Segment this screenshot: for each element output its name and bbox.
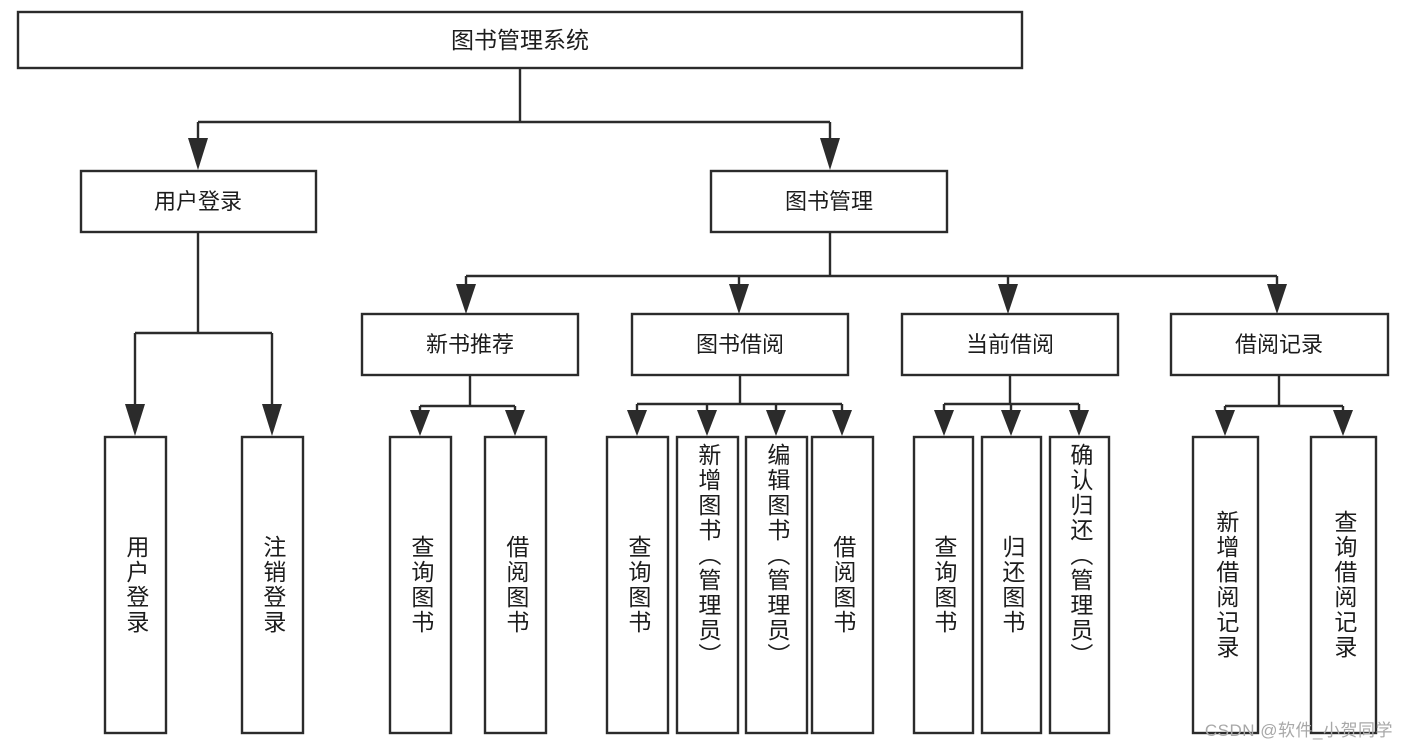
arrow-head-new-book — [456, 284, 476, 314]
arrow-head-book-borrow — [729, 284, 749, 314]
node-current-borrow[interactable] — [900, 312, 1120, 377]
connector-borrow-record-to-leaves — [1215, 375, 1353, 436]
arrow-head-bb-leaf-3 — [766, 410, 786, 436]
connector-book-manage-to-level3 — [456, 232, 1287, 314]
leaf-box-book-borrow-0[interactable] — [605, 435, 670, 735]
arrow-head-leaf-logout — [262, 404, 282, 436]
arrow-head-bb-leaf-1 — [627, 410, 647, 436]
node-borrow-record[interactable] — [1169, 312, 1390, 377]
node-root-label: 图书管理系统 — [451, 27, 589, 53]
node-book-borrow[interactable] — [630, 312, 850, 377]
node-current-borrow-label: 当前借阅 — [966, 332, 1054, 357]
arrow-head-leaf-user-login — [125, 404, 145, 436]
node-new-book-recommend[interactable] — [360, 312, 580, 377]
connector-new-book-to-leaves — [410, 375, 525, 436]
connector-user-login-to-leaves — [125, 232, 282, 436]
node-book-borrow-label: 图书借阅 — [696, 332, 784, 357]
connector-current-borrow-to-leaves — [934, 375, 1089, 436]
arrow-head-br-leaf-1 — [1215, 410, 1235, 436]
arrow-head-bb-leaf-4 — [832, 410, 852, 436]
node-user-login-label: 用户登录 — [154, 189, 242, 214]
node-borrow-record-label: 借阅记录 — [1235, 332, 1323, 357]
node-book-manage-label: 图书管理 — [785, 189, 873, 214]
leaf-box-user-login-1[interactable] — [240, 435, 305, 735]
leaf-box-new-book-0[interactable] — [388, 435, 453, 735]
arrow-head-borrow-record — [1267, 284, 1287, 314]
leaf-box-book-borrow-1[interactable] — [675, 435, 740, 735]
arrow-head-cb-leaf-1 — [934, 410, 954, 436]
leaf-box-current-borrow-0[interactable] — [912, 435, 975, 735]
arrow-head-user-login — [188, 138, 208, 170]
leaf-box-current-borrow-2[interactable] — [1048, 435, 1111, 735]
node-user-login[interactable] — [79, 169, 318, 234]
arrow-head-br-leaf-2 — [1333, 410, 1353, 436]
leaf-box-book-borrow-3[interactable] — [810, 435, 875, 735]
leaf-box-new-book-1[interactable] — [483, 435, 548, 735]
arrow-head-cb-leaf-2 — [1001, 410, 1021, 436]
leaf-box-current-borrow-1[interactable] — [980, 435, 1043, 735]
arrow-head-bb-leaf-2 — [697, 410, 717, 436]
node-new-book-recommend-label: 新书推荐 — [426, 332, 514, 357]
leaf-box-borrow-record-1[interactable] — [1309, 435, 1378, 735]
arrow-head-nb-leaf-1 — [410, 410, 430, 436]
connector-book-borrow-to-leaves — [627, 375, 852, 436]
arrow-head-nb-leaf-2 — [505, 410, 525, 436]
arrow-head-current-borrow — [998, 284, 1018, 314]
node-book-manage[interactable] — [709, 169, 949, 234]
leaf-box-book-borrow-2[interactable] — [744, 435, 809, 735]
connector-root-to-level2 — [188, 68, 840, 170]
node-root[interactable] — [16, 10, 1024, 70]
arrow-head-book-manage — [820, 138, 840, 170]
arrow-head-cb-leaf-3 — [1069, 410, 1089, 436]
leaf-box-user-login-0[interactable] — [103, 435, 168, 735]
leaf-box-borrow-record-0[interactable] — [1191, 435, 1260, 735]
